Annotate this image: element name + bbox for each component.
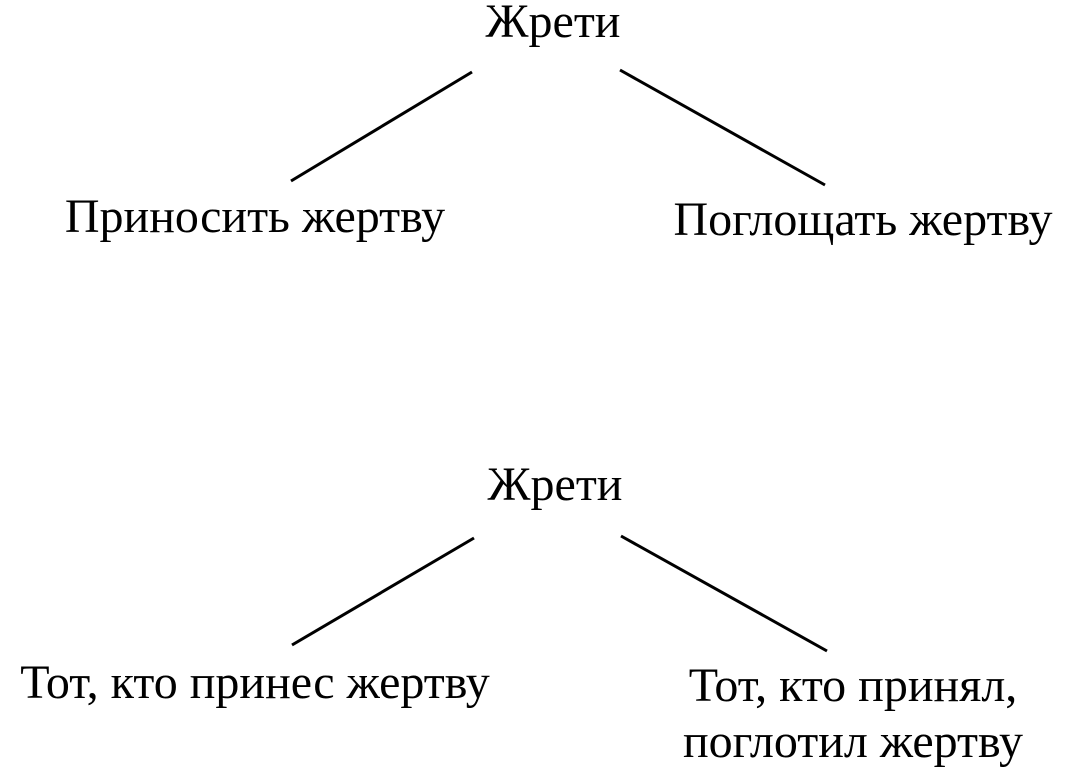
tree2-right-node-line1: Тот, кто принял, (688, 659, 1018, 712)
tree2-edge-right (620, 534, 828, 653)
tree1-edge-left (290, 70, 473, 183)
tree1-edge-right (619, 68, 826, 187)
tree1-right-node: Поглощать жертву (673, 193, 1053, 246)
tree2-left-node: Тот, кто принес жертву (20, 656, 490, 709)
tree2-edge-left (291, 536, 475, 647)
tree2-root-node: Жрети (487, 458, 623, 511)
tree2-right-node: Тот, кто принял, поглотил жертву (648, 658, 1058, 770)
tree1-left-node: Приносить жертву (64, 190, 446, 243)
tree1-root-node: Жрети (485, 0, 621, 48)
tree2-right-node-line2: поглотил жертву (682, 715, 1024, 768)
